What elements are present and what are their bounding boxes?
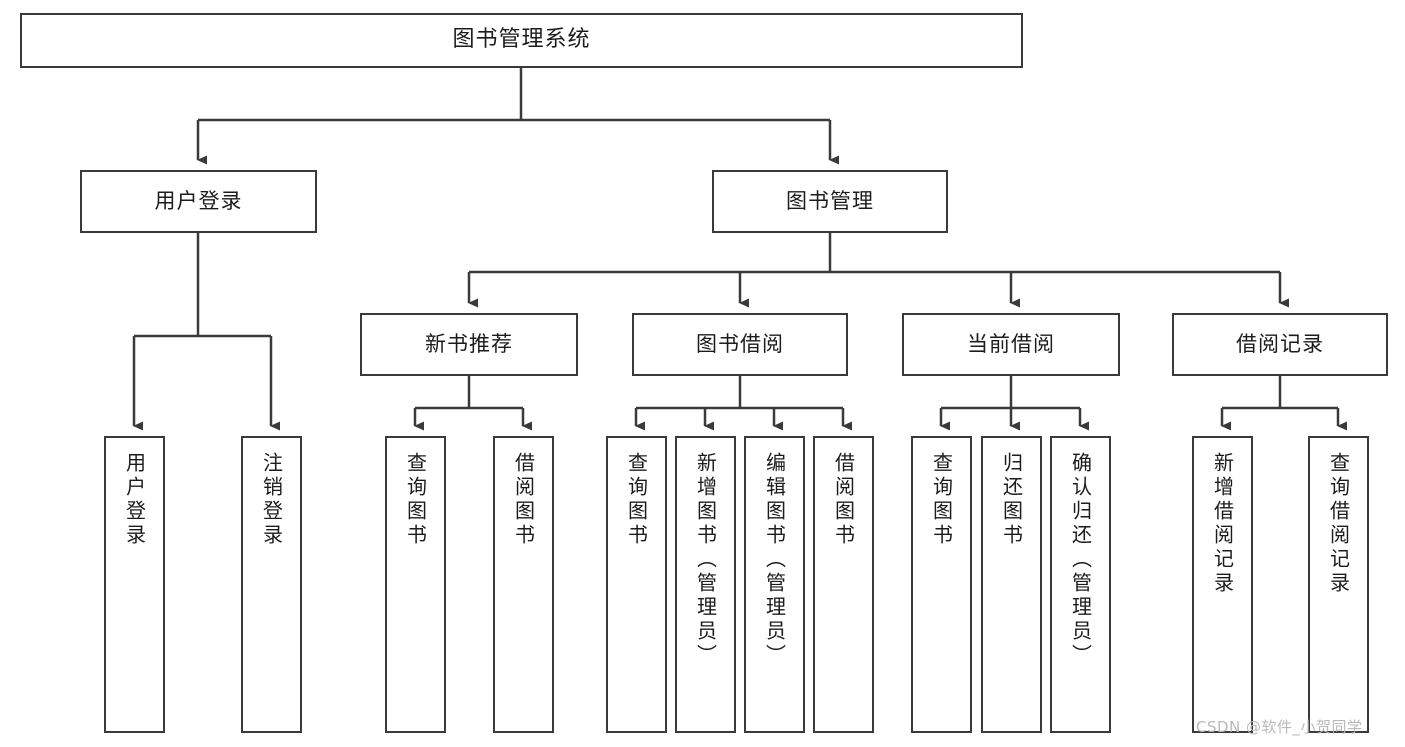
node-label: 查询图书: [929, 452, 954, 548]
node-borrow-records[interactable]: 借阅记录: [1172, 313, 1388, 376]
node-label: 注销登录: [259, 452, 284, 548]
leaf-borrow-query-book[interactable]: 查询图书: [606, 436, 667, 733]
node-label: 新增借阅记录: [1210, 452, 1235, 596]
node-label: 图书借阅: [696, 331, 784, 356]
leaf-current-query-book[interactable]: 查询图书: [911, 436, 972, 733]
node-label: 用户登录: [122, 452, 147, 548]
leaf-user-login-signout[interactable]: 注销登录: [241, 436, 302, 733]
leaf-current-return-book[interactable]: 归还图书: [981, 436, 1042, 733]
node-label: 归还图书: [999, 452, 1024, 548]
leaf-user-login-signin[interactable]: 用户登录: [104, 436, 165, 733]
node-label: 当前借阅: [967, 331, 1055, 356]
node-label: 图书管理: [786, 188, 874, 213]
node-label: 确认归还（管理员）: [1068, 452, 1093, 668]
leaf-borrow-edit-book-admin[interactable]: 编辑图书（管理员）: [744, 436, 805, 733]
node-user-login[interactable]: 用户登录: [80, 170, 317, 233]
node-book-management[interactable]: 图书管理: [712, 170, 948, 233]
node-current-borrow[interactable]: 当前借阅: [902, 313, 1120, 376]
node-label: 查询借阅记录: [1326, 452, 1351, 596]
leaf-records-add-record[interactable]: 新增借阅记录: [1192, 436, 1253, 733]
leaf-borrow-add-book-admin[interactable]: 新增图书（管理员）: [675, 436, 736, 733]
node-label: 新增图书（管理员）: [693, 452, 718, 668]
node-label: 用户登录: [154, 188, 243, 213]
leaf-current-confirm-return-admin[interactable]: 确认归还（管理员）: [1050, 436, 1111, 733]
node-new-book-recommend[interactable]: 新书推荐: [360, 313, 578, 376]
leaf-new-books-borrow[interactable]: 借阅图书: [493, 436, 554, 733]
node-book-borrow[interactable]: 图书借阅: [632, 313, 848, 376]
node-label: 新书推荐: [425, 331, 513, 356]
node-label: 图书管理系统: [452, 27, 591, 53]
node-label: 编辑图书（管理员）: [762, 452, 787, 668]
leaf-records-query-record[interactable]: 查询借阅记录: [1308, 436, 1369, 733]
node-label: 借阅图书: [511, 452, 536, 548]
leaf-borrow-borrow-book[interactable]: 借阅图书: [813, 436, 874, 733]
node-root-system[interactable]: 图书管理系统: [20, 13, 1023, 68]
node-label: 借阅记录: [1236, 331, 1324, 356]
csdn-watermark: CSDN @软件_小贺同学: [1196, 718, 1363, 736]
leaf-new-books-query[interactable]: 查询图书: [385, 436, 446, 733]
node-label: 借阅图书: [831, 452, 856, 548]
node-label: 查询图书: [403, 452, 428, 548]
node-label: 查询图书: [624, 452, 649, 548]
